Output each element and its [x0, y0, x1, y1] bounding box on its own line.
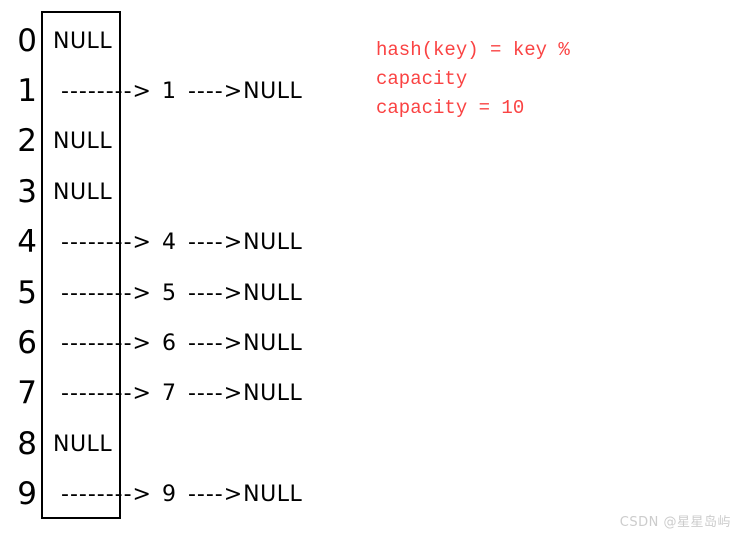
bucket-index: 3: [17, 173, 37, 210]
csdn-watermark: CSDN @星星岛屿: [619, 515, 731, 530]
bucket-row-8: 8 NULL: [0, 419, 430, 469]
arrow-dashes: ---->: [187, 381, 244, 407]
array-box-outline: [41, 11, 121, 519]
node-value: 4: [161, 230, 176, 256]
bucket-null-label: NULL: [53, 129, 113, 155]
arrow-dashes: -------->: [61, 331, 152, 357]
arrow-dashes: ---->: [187, 79, 244, 105]
arrow-dashes: -------->: [61, 482, 152, 508]
bucket-index: 6: [17, 325, 37, 362]
node-value: 9: [161, 482, 176, 508]
bucket-index: 8: [17, 425, 37, 462]
node-value: 5: [161, 280, 176, 306]
bucket-index: 4: [17, 224, 37, 261]
bucket-chain: --------> 9 ----> NULL: [61, 482, 302, 507]
bucket-chain: --------> 4 ----> NULL: [61, 230, 302, 255]
bucket-index: 0: [17, 22, 37, 59]
node-value: 6: [161, 331, 176, 357]
bucket-null-label: NULL: [53, 28, 113, 54]
bucket-chain: --------> 7 ----> NULL: [61, 381, 302, 406]
arrow-dashes: -------->: [61, 381, 152, 407]
hash-formula-line-3: capacity = 10: [376, 97, 525, 119]
bucket-row-0: 0 NULL: [0, 16, 430, 66]
bucket-index: 5: [17, 274, 37, 311]
null-terminal: NULL: [243, 79, 303, 105]
null-terminal: NULL: [243, 331, 303, 357]
bucket-row-6: 6 --------> 6 ----> NULL: [0, 318, 430, 368]
hash-formula-line-2: capacity: [376, 68, 468, 90]
bucket-index: 1: [17, 73, 37, 110]
null-terminal: NULL: [243, 230, 303, 256]
null-terminal: NULL: [243, 280, 303, 306]
arrow-dashes: -------->: [61, 230, 152, 256]
null-terminal: NULL: [243, 482, 303, 508]
node-value: 7: [161, 381, 176, 407]
bucket-index: 2: [17, 123, 37, 160]
bucket-row-1: 1 --------> 1 ----> NULL: [0, 66, 430, 116]
bucket-index: 7: [17, 375, 37, 412]
arrow-dashes: -------->: [61, 79, 152, 105]
bucket-row-3: 3 NULL: [0, 167, 430, 217]
hash-formula-line-1: hash(key) = key %: [376, 39, 570, 61]
bucket-chain: --------> 6 ----> NULL: [61, 331, 302, 356]
arrow-dashes: ---->: [187, 331, 244, 357]
bucket-chain: --------> 5 ----> NULL: [61, 281, 302, 306]
node-value: 1: [161, 79, 176, 105]
bucket-row-5: 5 --------> 5 ----> NULL: [0, 268, 430, 318]
bucket-null-label: NULL: [53, 431, 113, 457]
bucket-index: 9: [17, 476, 37, 513]
arrow-dashes: ---->: [187, 482, 244, 508]
bucket-rows: 0 NULL 1 --------> 1 ----> NULL 2 NULL 3…: [0, 16, 430, 520]
bucket-null-label: NULL: [53, 179, 113, 205]
bucket-row-4: 4 --------> 4 ----> NULL: [0, 218, 430, 268]
bucket-row-7: 7 --------> 7 ----> NULL: [0, 369, 430, 419]
bucket-row-2: 2 NULL: [0, 117, 430, 167]
null-terminal: NULL: [243, 381, 303, 407]
hash-formula-annotation: hash(key) = key % capacity capacity = 10: [376, 36, 570, 123]
arrow-dashes: ---->: [187, 280, 244, 306]
bucket-chain: --------> 1 ----> NULL: [61, 79, 302, 104]
arrow-dashes: -------->: [61, 280, 152, 306]
arrow-dashes: ---->: [187, 230, 244, 256]
bucket-row-9: 9 --------> 9 ----> NULL: [0, 470, 430, 520]
